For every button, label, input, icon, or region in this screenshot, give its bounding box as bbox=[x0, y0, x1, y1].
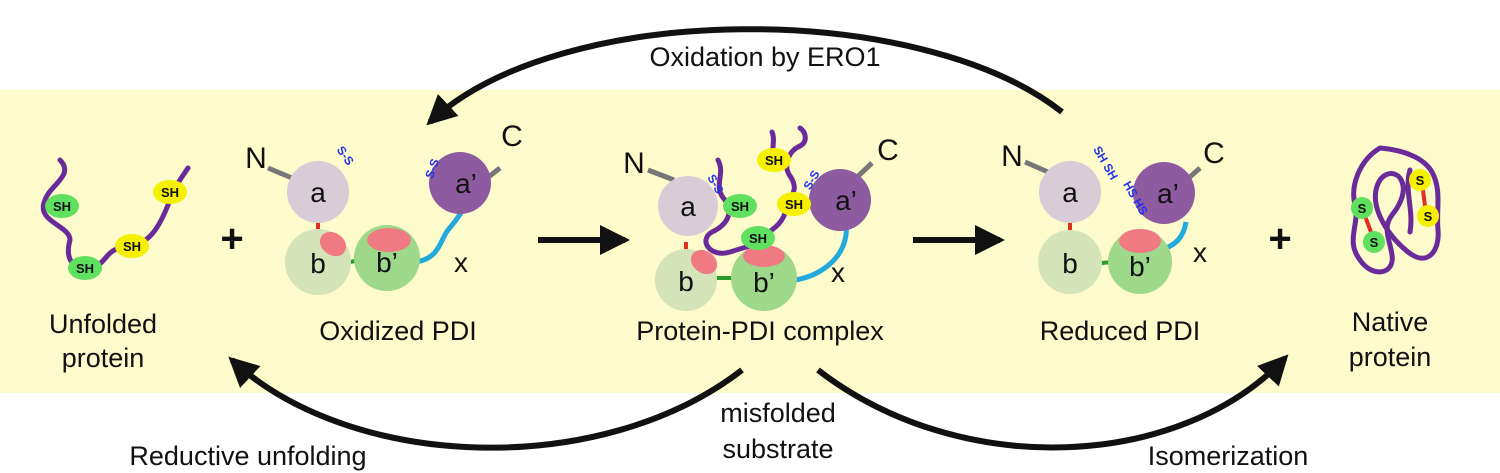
svg-text:b’: b’ bbox=[753, 267, 775, 298]
svg-text:C: C bbox=[877, 134, 899, 167]
svg-text:N: N bbox=[245, 142, 267, 175]
svg-text:x: x bbox=[831, 257, 845, 288]
svg-text:a: a bbox=[310, 177, 326, 208]
svg-text:a’: a’ bbox=[1157, 178, 1179, 209]
plus-sign-left: + bbox=[220, 217, 243, 261]
svg-text:SH: SH bbox=[765, 153, 783, 168]
native-label-2: protein bbox=[1349, 342, 1432, 372]
svg-text:SH: SH bbox=[749, 231, 767, 246]
svg-text:C: C bbox=[1203, 137, 1225, 170]
svg-text:b: b bbox=[310, 248, 326, 279]
oxidized-pdi: N C a b b’ a’ x S-S S-S bbox=[245, 120, 523, 295]
svg-text:b: b bbox=[678, 266, 694, 297]
svg-text:S: S bbox=[1358, 201, 1367, 216]
isomerization-arrow bbox=[816, 354, 1289, 451]
svg-text:a: a bbox=[680, 191, 696, 222]
substrate-label: substrate bbox=[722, 434, 833, 464]
isomerization-label: Isomerization bbox=[1148, 441, 1309, 471]
svg-text:C: C bbox=[501, 120, 523, 153]
svg-text:N: N bbox=[1001, 140, 1023, 173]
svg-text:N: N bbox=[623, 147, 645, 180]
svg-text:SH: SH bbox=[731, 199, 749, 214]
reductive-unfolding-arrow bbox=[228, 356, 744, 451]
oxidized-pdi-label: Oxidized PDI bbox=[319, 316, 477, 346]
svg-text:S: S bbox=[1370, 235, 1379, 250]
oxidation-label: Oxidation by ERO1 bbox=[649, 42, 880, 72]
svg-text:a’: a’ bbox=[455, 168, 477, 199]
protein-pdi-complex: N C SH SH SH SH a b b’ a’ x S-S S-S bbox=[623, 125, 899, 311]
oxidation-arrow bbox=[426, 26, 1064, 126]
unfolded-protein: SH SH SH SH bbox=[40, 157, 191, 280]
svg-text:b’: b’ bbox=[1129, 251, 1151, 282]
svg-text:x: x bbox=[1193, 237, 1207, 268]
native-protein: S S S S bbox=[1350, 145, 1441, 275]
svg-text:b: b bbox=[1062, 248, 1078, 279]
reductive-unfolding-label: Reductive unfolding bbox=[129, 441, 366, 471]
svg-text:SH: SH bbox=[785, 197, 803, 212]
svg-text:SH: SH bbox=[53, 199, 71, 214]
plus-sign-right: + bbox=[1268, 217, 1291, 261]
svg-text:x: x bbox=[454, 247, 468, 278]
svg-text:a: a bbox=[1062, 177, 1078, 208]
svg-text:SH: SH bbox=[123, 239, 141, 254]
native-label-1: Native bbox=[1352, 307, 1429, 337]
svg-text:S: S bbox=[1424, 209, 1433, 224]
unfolded-label-1: Unfolded bbox=[49, 309, 157, 339]
svg-text:SH: SH bbox=[161, 185, 179, 200]
unfolded-label-2: protein bbox=[62, 343, 145, 373]
svg-text:SH: SH bbox=[76, 261, 94, 276]
complex-label: Protein-PDI complex bbox=[636, 316, 884, 346]
svg-text:b’: b’ bbox=[376, 247, 398, 278]
svg-text:S: S bbox=[1416, 173, 1425, 188]
svg-text:a’: a’ bbox=[835, 185, 857, 216]
svg-text:S-S: S-S bbox=[422, 157, 442, 181]
misfolded-label: misfolded bbox=[720, 398, 836, 428]
reduced-pdi-label: Reduced PDI bbox=[1040, 316, 1201, 346]
